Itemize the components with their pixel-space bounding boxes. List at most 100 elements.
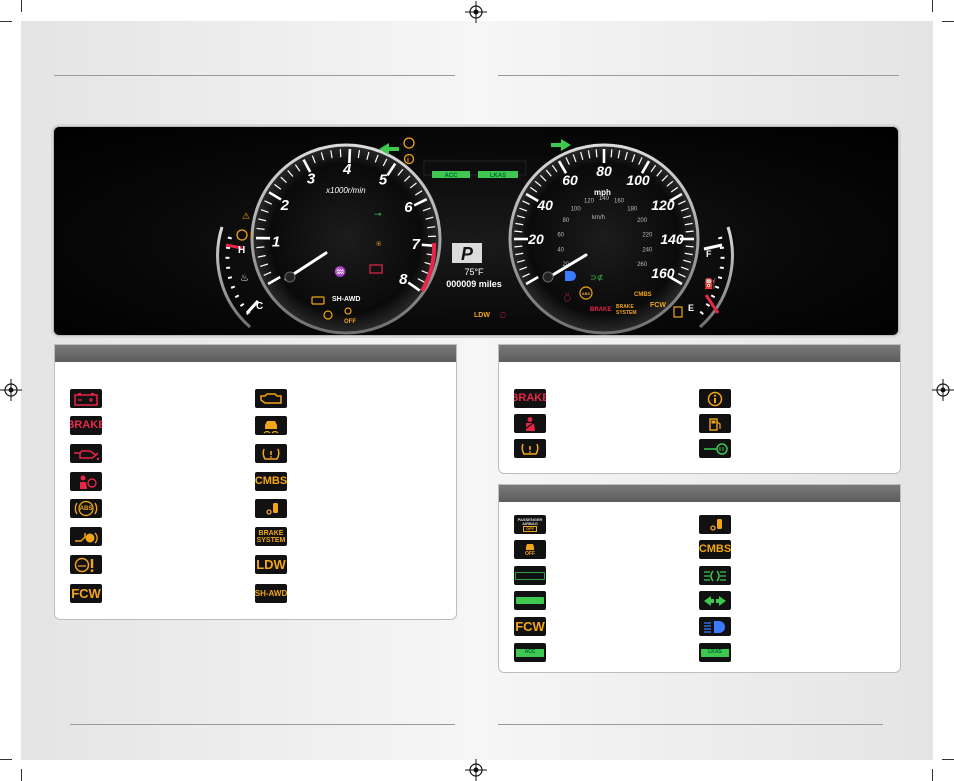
battery-icon <box>369 264 383 274</box>
gauge-tick <box>515 252 524 256</box>
passenger-airbag-text-line2: AIRBAG <box>522 520 538 526</box>
gauge-tick <box>557 160 568 174</box>
speed-number: 40 <box>536 197 553 213</box>
gauge-tick <box>617 150 621 159</box>
gauge-tick <box>684 222 693 226</box>
vsa-icon <box>255 416 287 435</box>
gauge-tick <box>403 175 411 182</box>
gauge-tick <box>684 252 693 256</box>
gauge-tick <box>650 164 657 173</box>
gauge-tick <box>258 218 267 222</box>
blind-spot-icon: ⍟ <box>376 239 382 249</box>
passenger-airbag-text-line1: PASSENGER <box>517 516 543 522</box>
oil-pressure-icon: ♒ <box>334 265 346 278</box>
kmh-number: 240 <box>642 248 653 254</box>
speed-number: 160 <box>651 265 675 281</box>
gauge-tick <box>638 157 643 165</box>
gauge-tick <box>661 174 669 182</box>
left-turn-signal-icon <box>379 143 399 155</box>
gauge-tick <box>670 186 679 193</box>
seatbelt-icon: ⍥ <box>500 311 506 322</box>
tach-number: 4 <box>342 161 352 178</box>
fuel-icon <box>699 414 731 433</box>
registration-mark-bottom <box>465 759 487 781</box>
gauge-tick <box>386 162 397 177</box>
gauge-tick <box>595 149 598 158</box>
shawd-icon: SH-AWD <box>255 584 287 603</box>
speed-unit-label: mph <box>594 188 611 197</box>
crop-mark <box>21 0 22 12</box>
abs-text: ABS <box>79 505 93 512</box>
registration-mark-left <box>0 379 22 401</box>
gauge-tick <box>529 186 538 193</box>
gauge-tick <box>519 266 528 271</box>
tach-unit-label: x1000r/min <box>325 186 366 195</box>
gear-indicator <box>452 243 482 263</box>
brake-system-text-line1: BRAKE <box>258 529 284 537</box>
kmh-number: 160 <box>614 199 625 205</box>
brake-system-icon: BRAKE SYSTEM <box>255 527 287 546</box>
speedometer: 20 40 60 80 100 120 140 160 20 40 60 80 … <box>508 143 700 335</box>
temp-low-label: C <box>256 301 263 312</box>
gauge-tick <box>519 207 528 212</box>
high-beam-icon <box>565 271 576 281</box>
gauge-tick <box>407 281 421 292</box>
instrument-cluster: H C ♨ 1 2 3 4 5 6 7 8 x1000r/min <box>216 137 734 335</box>
kmh-number: 140 <box>599 196 610 202</box>
lane-keeping-icon: ⚠ <box>242 211 250 221</box>
gauge-tick <box>414 190 423 196</box>
gauge-tick <box>683 259 692 263</box>
gauge-tick <box>525 192 539 203</box>
gauge-tick <box>339 149 342 158</box>
tachometer: 1 2 3 4 5 6 7 8 x1000r/min <box>250 143 442 335</box>
kmh-number: 260 <box>637 262 648 268</box>
instrument-cluster-photo: H C ♨ 1 2 3 4 5 6 7 8 x1000r/min <box>53 126 899 336</box>
speed-number: 100 <box>626 172 650 188</box>
brake-warning-icon: BRAKE <box>70 416 102 435</box>
acc-label: ACC <box>445 173 459 179</box>
ldw-icon: LDW <box>255 555 287 574</box>
gauge-tick <box>666 180 674 187</box>
check-engine-icon <box>311 296 325 305</box>
abs-icon <box>579 286 593 300</box>
gauge-tick <box>515 222 524 226</box>
gauge-tick <box>587 150 591 159</box>
gauge-tick <box>545 169 552 177</box>
right-turn-signal-icon <box>551 139 571 151</box>
gauge-tick <box>413 198 428 207</box>
gauge-tick <box>257 254 266 258</box>
header-rule-left <box>54 75 455 76</box>
panel-header-bar <box>499 485 900 502</box>
speed-number: 60 <box>562 172 578 188</box>
gauge-tick <box>267 275 281 286</box>
crop-mark <box>0 21 12 22</box>
tire-pressure-icon <box>403 137 415 149</box>
registration-mark-right <box>932 379 954 401</box>
kmh-number: 120 <box>584 199 595 205</box>
kmh-number: 40 <box>557 248 564 254</box>
gauge-tick <box>551 164 558 173</box>
left-warning-icons: ⚠ ! SH-AWD OFF ♒ ⊸ ⍟ <box>236 209 383 325</box>
header-rule-right <box>498 75 899 76</box>
cmbs-text: CMBS <box>255 475 287 487</box>
acc-text: ACC <box>524 649 536 655</box>
gauge-tick <box>287 170 294 177</box>
cmbs-icon: CMBS <box>699 540 731 559</box>
gauge-tick <box>280 176 287 183</box>
acc-indicator-solid-icon <box>514 591 546 610</box>
gauge-tick <box>525 275 539 286</box>
crop-mark <box>942 21 954 22</box>
ldw-text: LDW <box>256 557 286 572</box>
gauge-tick <box>366 151 370 160</box>
tach-number: 3 <box>307 170 316 187</box>
vsa-off-icon: OFF <box>514 540 546 559</box>
gauge-tick <box>522 200 530 205</box>
acc-indicator-outline-icon <box>514 566 546 585</box>
gauge-tick <box>397 168 404 176</box>
tach-number: 7 <box>412 236 421 253</box>
turn-signal-icon <box>699 591 731 610</box>
fuel-full-label: F <box>706 249 712 259</box>
footer-rule-left <box>70 724 455 725</box>
immobilizer-key-icon: ⊸ <box>374 209 382 219</box>
gauge-tick <box>274 183 282 190</box>
